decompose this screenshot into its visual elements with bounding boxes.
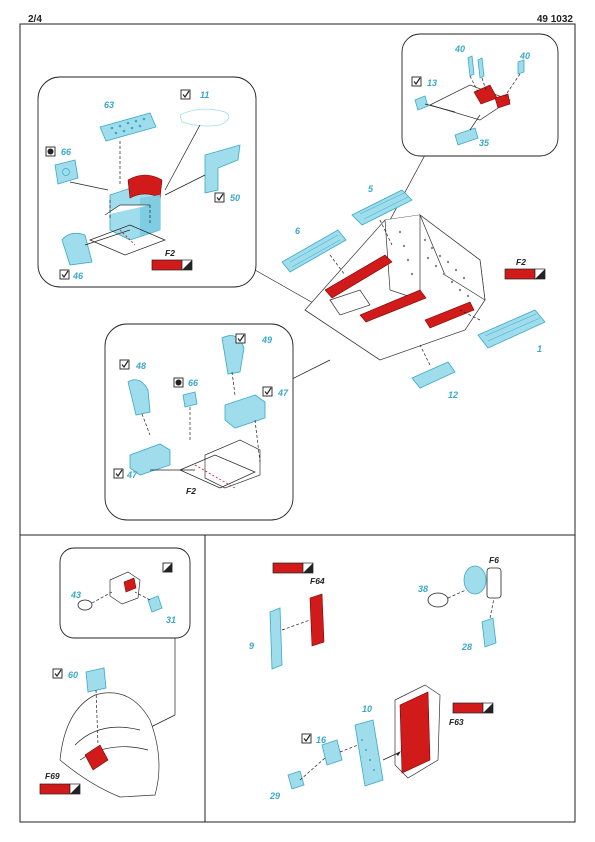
callout-40: 40 xyxy=(519,51,530,61)
color-swatch-icon xyxy=(272,562,314,574)
check-box-icon xyxy=(119,359,130,370)
callout-63: 63 xyxy=(104,100,114,110)
color-swatch-icon xyxy=(452,702,494,714)
check-box-icon xyxy=(262,386,273,397)
callout-49: 49 xyxy=(261,335,272,345)
callout-47: 47 xyxy=(277,388,289,398)
part-1-panel xyxy=(459,309,546,349)
callout-38: 38 xyxy=(418,584,428,594)
glue-dot-icon xyxy=(45,146,56,157)
callout-47: 47 xyxy=(126,470,138,480)
color-code-f2-lower: F2 xyxy=(186,486,196,496)
callout-48: 48 xyxy=(135,361,146,371)
callout-11: 11 xyxy=(200,90,209,100)
inset-gauge xyxy=(59,547,191,639)
leader-line xyxy=(254,269,323,309)
leader-line xyxy=(389,154,426,221)
page-number: 2/4 xyxy=(28,14,42,25)
color-swatch-icon xyxy=(39,783,81,795)
cockpit-tub-assembly xyxy=(304,213,486,361)
nose-section xyxy=(59,667,160,798)
callout-10: 10 xyxy=(362,704,372,714)
color-code-f2-left: F2 xyxy=(165,248,175,258)
check-box-icon xyxy=(235,333,246,344)
callout-12: 12 xyxy=(448,390,458,400)
red-console-right xyxy=(424,301,475,329)
callout-16: 16 xyxy=(316,735,327,745)
inset-top-right xyxy=(401,33,559,157)
callout-29: 29 xyxy=(269,791,280,801)
red-console-center xyxy=(359,289,427,323)
bend-symbol-icon xyxy=(162,562,173,573)
callout-40: 40 xyxy=(454,44,465,54)
callout-13: 13 xyxy=(427,78,437,88)
page-frame xyxy=(19,23,576,823)
glue-dot-icon xyxy=(173,377,184,388)
check-box-icon xyxy=(214,192,225,203)
callout-9: 9 xyxy=(249,641,254,651)
check-box-icon xyxy=(301,733,312,744)
color-code-f69: F69 xyxy=(45,771,60,781)
callout-1: 1 xyxy=(537,344,542,354)
callout-43: 43 xyxy=(70,590,81,600)
color-swatch-icon xyxy=(504,268,546,280)
color-code-f2-right: F2 xyxy=(516,257,526,267)
check-box-icon xyxy=(59,269,70,280)
part-12-panel xyxy=(411,344,456,389)
part-5-panel xyxy=(351,189,413,246)
color-swatch-icon xyxy=(151,259,193,271)
check-box-icon xyxy=(113,468,124,479)
callout-35: 35 xyxy=(479,138,490,148)
callout-28: 28 xyxy=(461,642,472,652)
callout-50: 50 xyxy=(230,193,240,203)
sheet-code: 49 1032 xyxy=(536,14,573,25)
color-code-f64: F64 xyxy=(310,576,325,586)
callout-46: 46 xyxy=(72,271,84,281)
instrument-panel-assembly xyxy=(287,684,441,790)
color-code-f63: F63 xyxy=(449,717,464,727)
part-6-panel xyxy=(281,229,347,276)
callout-66: 66 xyxy=(61,147,72,157)
color-code-f6: F6 xyxy=(489,555,499,565)
check-box-icon xyxy=(52,668,63,679)
callout-60: 60 xyxy=(68,670,78,680)
part-9-panel xyxy=(269,593,325,670)
check-box-icon xyxy=(180,89,191,100)
callout-6: 6 xyxy=(295,226,301,236)
callout-5: 5 xyxy=(368,184,374,194)
callout-66: 66 xyxy=(188,378,199,388)
part-38-28-assembly xyxy=(427,565,502,648)
check-box-icon xyxy=(411,76,422,87)
callout-31: 31 xyxy=(166,615,176,625)
inset-seat-lower xyxy=(104,323,294,521)
inset-seat-left xyxy=(37,76,257,288)
red-console-left xyxy=(324,254,393,299)
